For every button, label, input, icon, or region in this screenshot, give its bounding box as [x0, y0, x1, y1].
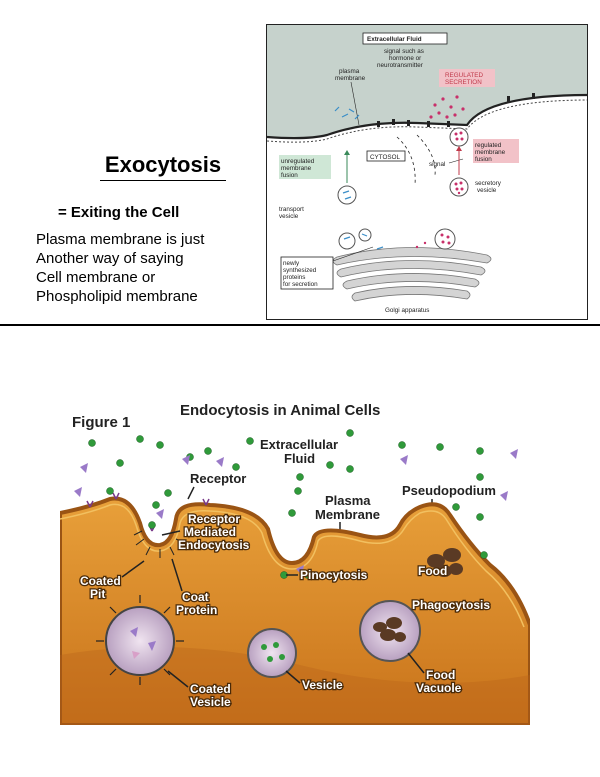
- receptor-mediated-label: Mediated: [184, 525, 236, 539]
- regulated-fusion-label: regulated: [475, 142, 502, 149]
- secretory-vesicle-label: vesicle: [477, 187, 497, 194]
- food-vacuole-label: Food: [426, 668, 455, 682]
- coated-pit-label: Coated: [80, 574, 121, 588]
- pinocytosis-vesicle: [247, 628, 297, 678]
- exocytosis-subtitle: = Exiting the Cell: [58, 204, 180, 221]
- plasma-membrane-label: Membrane: [315, 507, 380, 522]
- coated-pit-label: Pit: [90, 587, 105, 601]
- extracellular-fluid-region: [267, 25, 587, 139]
- golgi-apparatus: [332, 247, 492, 302]
- food-label: Food: [418, 564, 447, 578]
- description-line: Cell membrane or: [36, 269, 156, 286]
- pseudopodium-label: Pseudopodium: [402, 483, 496, 498]
- coated-vesicle: [105, 606, 175, 676]
- regulated-fusion-label: fusion: [475, 156, 492, 163]
- plasma-membrane-label: plasma: [339, 68, 360, 75]
- regulated-secretion-label: REGULATED: [445, 72, 483, 79]
- regulated-fusion-label: membrane: [475, 149, 506, 156]
- description-line: Another way of saying: [36, 250, 184, 267]
- coated-vesicle-label: Coated: [190, 682, 231, 696]
- newly-synthesized-label: synthesized: [283, 267, 317, 274]
- transport-vesicle-label: transport: [279, 206, 304, 213]
- signal-label: signal: [429, 161, 445, 168]
- description-line: Phospholipid membrane: [36, 288, 198, 305]
- plasma-membrane-label: Plasma: [325, 493, 371, 508]
- description-line: Plasma membrane is just: [36, 231, 205, 248]
- phagocytosis-label: Phagocytosis: [412, 598, 490, 612]
- extracellular-fluid-label: Extracellular Fluid: [367, 36, 422, 43]
- secretory-vesicle-label: secretory: [475, 180, 502, 187]
- receptor-mediated-label: Endocytosis: [178, 538, 250, 552]
- cell-cytoplasm: [58, 496, 532, 727]
- endocytosis-diagram: Figure 1 Endocytosis in Animal Cells Ext…: [58, 395, 532, 727]
- cytosol-label: CYTOSOL: [370, 154, 400, 161]
- section-divider: [0, 324, 600, 326]
- pinocytosis-label: Pinocytosis: [300, 568, 368, 582]
- coated-vesicle-label: Vesicle: [190, 695, 231, 709]
- transport-vesicle-label: vesicle: [279, 213, 299, 220]
- vesicle-label: Vesicle: [302, 678, 343, 692]
- receptor-mediated-label: Receptor: [188, 512, 240, 526]
- signal-line: neurotransmitter: [377, 62, 423, 69]
- unregulated-label: unregulated: [281, 158, 315, 165]
- signal-line: hormone or: [389, 55, 421, 62]
- regulated-secretion-label: SECRETION: [445, 79, 482, 86]
- exocytosis-description: Plasma membrane is just Another way of s…: [36, 230, 204, 306]
- unregulated-label: membrane: [281, 165, 312, 172]
- endocytosis-title: Endocytosis in Animal Cells: [180, 402, 380, 419]
- newly-synthesized-label: proteins: [283, 274, 305, 281]
- newly-synthesized-label: newly: [283, 260, 300, 267]
- receptor-label: Receptor: [190, 471, 246, 486]
- golgi-label: Golgi apparatus: [385, 307, 429, 314]
- extracellular-fluid-label: Extracellular: [260, 437, 338, 452]
- extracellular-fluid-label: Fluid: [284, 451, 315, 466]
- figure-label: Figure 1: [72, 414, 130, 431]
- exocytosis-diagram: Extracellular Fluid signal such as hormo…: [266, 24, 588, 320]
- exocytosis-title: Exocytosis: [100, 152, 226, 181]
- plasma-membrane-label: membrane: [335, 75, 366, 82]
- signal-line: signal such as: [384, 48, 424, 55]
- food-vacuole-label: Vacuole: [416, 681, 462, 695]
- newly-synthesized-label: for secretion: [283, 281, 318, 288]
- unregulated-label: fusion: [281, 172, 298, 179]
- coat-protein-label: Protein: [176, 603, 217, 617]
- coat-protein-label: Coat: [182, 590, 209, 604]
